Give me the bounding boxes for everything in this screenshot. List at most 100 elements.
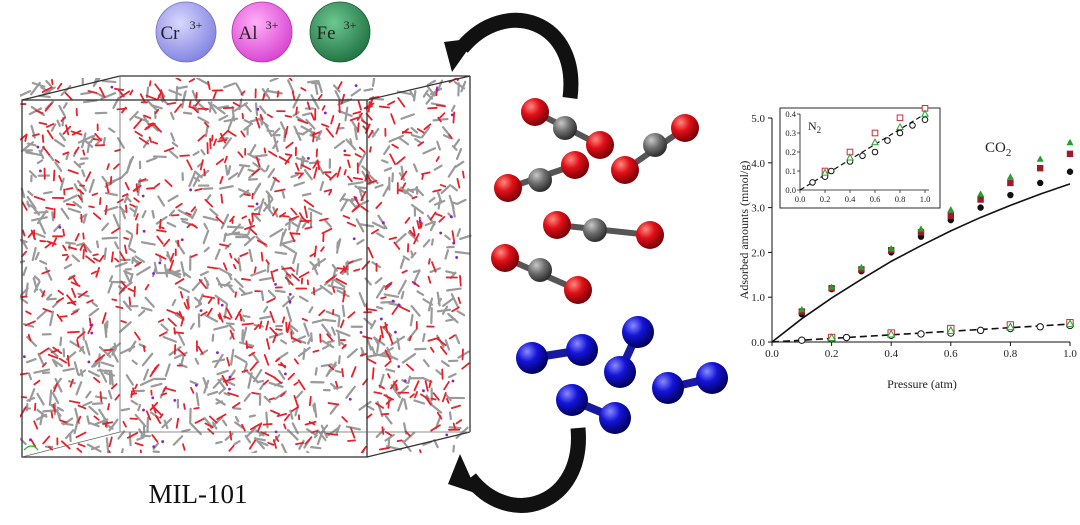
inset-data-point-n2	[921, 116, 929, 123]
data-point-co2	[977, 204, 984, 211]
data-point-co2	[1066, 168, 1074, 175]
inset-data-point-n2	[909, 122, 916, 129]
co2-molecule	[491, 244, 592, 304]
nitrogen-atom	[599, 402, 631, 434]
n2-molecule	[652, 362, 728, 404]
data-point-co2	[917, 229, 925, 236]
data-point-n2	[1065, 319, 1075, 328]
nitrogen-atom	[622, 316, 654, 348]
data-point-co2	[1037, 164, 1044, 172]
nitrogen-atom	[696, 362, 728, 394]
inset-y-tick-label: 0.1	[785, 166, 796, 176]
x-tick-label: 0.2	[825, 348, 839, 360]
nitrogen-atom	[516, 342, 548, 374]
data-point-co2	[1037, 179, 1044, 187]
oxygen-atom	[521, 98, 549, 126]
data-point-n2	[827, 333, 836, 342]
oxygen-atom	[543, 211, 571, 239]
y-tick-label: 0.0	[751, 337, 765, 349]
x-axis-title: Pressure (atm)	[887, 377, 957, 391]
inset-fit-curve-n2	[799, 113, 926, 191]
inset-data-point-n2	[809, 179, 816, 186]
y-tick-label: 1.0	[751, 292, 765, 304]
inset-x-tick-label: 0.2	[820, 194, 831, 204]
data-point-co2	[1066, 150, 1074, 158]
data-point-n2	[842, 333, 851, 342]
data-point-co2	[828, 283, 836, 290]
inset-data-point-n2	[896, 129, 904, 137]
framework-label: MIL-101	[149, 479, 248, 509]
x-tick-label: 0.8	[1004, 348, 1018, 360]
data-point-n2	[946, 325, 956, 334]
data-point-co2	[947, 212, 954, 219]
mil-101-structure: MIL-101	[20, 75, 472, 509]
data-point-n2	[917, 330, 925, 338]
data-point-n2	[1036, 323, 1044, 331]
oxygen-atom	[564, 276, 592, 304]
x-tick-label: 0.6	[944, 348, 958, 360]
ion-group: Cr 3+ Al 3+ Fe 3+	[155, 1, 371, 63]
inset-data-point-n2	[859, 152, 866, 160]
unit-cell-box	[21, 75, 471, 458]
ion-al-symbol: Al	[239, 23, 258, 44]
data-point-co2	[917, 225, 925, 232]
curved-arrow-bottom	[448, 427, 586, 513]
oxygen-atom	[636, 221, 664, 249]
data-point-co2	[977, 196, 984, 203]
framework-lattice	[20, 78, 472, 453]
inset-data-point-n2	[871, 138, 879, 146]
x-tick-label: 1.0	[1063, 348, 1077, 360]
carbon-atom	[528, 168, 552, 192]
fit-curve-co2	[771, 183, 1071, 343]
nitrogen-atom	[566, 334, 598, 366]
inset-data-point-n2	[821, 168, 829, 176]
inset-data-point-n2	[871, 148, 879, 156]
arrowhead-icon	[444, 38, 476, 72]
carbon-atom	[643, 133, 667, 157]
ion-fe-charge: 3+	[344, 18, 357, 32]
n2-molecule	[516, 334, 598, 374]
inset-y-tick-label: 0.2	[785, 147, 796, 157]
inset-x-tick-label: 0.0	[795, 194, 806, 204]
co2-molecule	[611, 114, 699, 184]
oxygen-atom	[611, 156, 639, 184]
co2-label: CO2	[985, 140, 1011, 159]
carbon-atom	[583, 218, 607, 242]
ion-fe: Fe 3+	[309, 1, 371, 63]
data-points	[798, 138, 1075, 344]
ion-al-charge: 3+	[266, 18, 279, 32]
carbon-atom	[553, 116, 577, 140]
inset-data-point-n2	[846, 153, 854, 161]
n2-molecule	[604, 316, 654, 388]
co2-molecule	[521, 98, 614, 159]
oxygen-atom	[561, 151, 589, 179]
co2-molecule	[494, 151, 589, 202]
x-tick-label: 0.4	[884, 348, 898, 360]
n2-molecule	[556, 384, 631, 434]
data-point-co2	[887, 244, 895, 252]
gas-molecules	[491, 98, 728, 434]
y-tick-label: 3.0	[751, 203, 765, 215]
data-point-co2	[1066, 138, 1074, 146]
y-tick-label: 4.0	[751, 158, 765, 170]
data-point-co2	[1007, 191, 1014, 199]
arrowhead-icon	[448, 454, 478, 494]
inset-data-point-n2	[871, 129, 879, 137]
ion-cr-symbol: Cr	[161, 23, 181, 44]
nitrogen-atom	[604, 356, 636, 388]
inset-data-point-n2	[896, 122, 904, 131]
inset-data-point-n2	[884, 137, 891, 144]
axis-glyph-icon	[23, 445, 39, 451]
data-point-n2	[976, 326, 985, 335]
inset-x-tick-label: 0.4	[845, 194, 856, 204]
carbon-atom	[528, 258, 552, 282]
inset-y-tick-label: 0.3	[785, 128, 796, 138]
ion-cr: Cr 3+	[155, 1, 217, 63]
y-tick-label: 5.0	[751, 113, 765, 125]
inset-data-point-n2	[827, 167, 835, 175]
data-point-co2	[857, 263, 865, 271]
data-point-co2	[977, 190, 985, 197]
oxygen-atom	[586, 131, 614, 159]
